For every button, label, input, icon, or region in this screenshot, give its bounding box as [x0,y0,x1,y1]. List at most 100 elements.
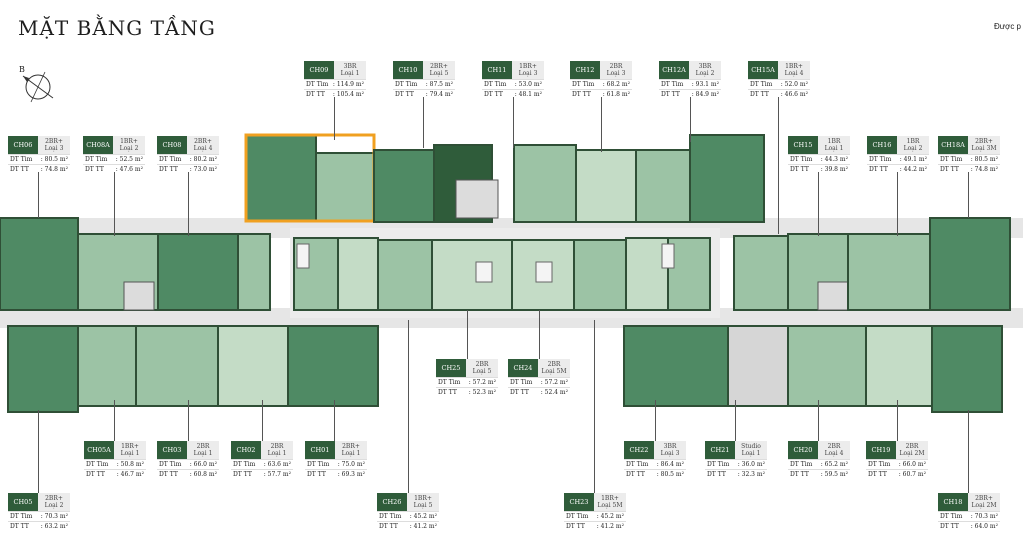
unit-code: CH25 [436,359,466,377]
leader-line [513,97,514,148]
unit-type: 1BR+ [120,138,138,145]
unit-type: 2BR+ [430,63,448,70]
dt-tim-value: : 86.4 m² [656,461,684,468]
row-label: DT TT [572,91,591,98]
row-dt-tim: DT Tim: 86.4 m² [624,459,686,469]
dt-tim-value: : 50.8 m² [116,461,144,468]
lift-core [296,243,310,269]
unit-code: CH18 [938,493,968,511]
dt-tt-value: : 46.7 m² [116,471,144,478]
unit-type: 3BR [663,443,677,450]
unit-type: 1BR+ [519,63,537,70]
row-dt-tim: DT Tim: 68.2 m² [570,79,632,89]
row-label: DT TT [379,523,398,530]
unit-category: Loại 3 [606,70,626,77]
lift-core [661,243,675,269]
unit-code: CH11 [482,61,512,79]
unit-type: 1BR+ [601,495,619,502]
unit-type-box: 1BR+Loại 5M [594,493,626,511]
row-label: DT TT [940,166,959,173]
row-label: DT TT [868,471,887,478]
unit-type: 2BR [196,443,210,450]
dt-tim-value: : 65.2 m² [820,461,848,468]
dt-tim-value: : 68.2 m² [602,81,630,88]
dt-tt-value: : 59.5 m² [820,471,848,478]
dt-tt-value: : 74.8 m² [970,166,998,173]
dt-tim-value: : 75.0 m² [337,461,365,468]
row-label: DT TT [159,471,178,478]
leader-line [334,97,335,140]
dt-tim-value: : 80.5 m² [40,156,68,163]
row-label: DT Tim [868,461,891,468]
row-dt-tt: DT TT: 41.2 m² [377,521,439,531]
unit-type-box: 1BR+Loại 2 [113,136,145,154]
unit-category: Loại 1 [741,450,761,457]
dt-tim-value: : 80.5 m² [970,156,998,163]
unit-code: CH03 [157,441,187,459]
unit-code: CH26 [377,493,407,511]
page-title: MẶT BẰNG TẦNG [18,16,216,40]
unit-type-box: 1BR+Loại 5 [407,493,439,511]
unit-code: CH19 [866,441,896,459]
leader-line [467,310,468,359]
unit-type-box: 2BR+Loại 2M [968,493,1000,511]
leader-line [408,320,409,493]
row-dt-tt: DT TT : 46.7 m² [84,469,146,479]
dt-tt-value: : 57.7 m² [263,471,291,478]
unit-block [575,149,637,223]
row-label: DT TT [626,471,645,478]
row-label: DT TT [869,166,888,173]
row-label: DT Tim [438,379,461,386]
unit-code: CH23 [564,493,594,511]
unit-block [237,233,271,311]
row-dt-tim: DT Tim: 45.2 m² [377,511,439,521]
unit-code: CH22 [624,441,654,459]
unit-code: CH24 [508,359,538,377]
row-dt-tt: DT TT: 47.6 m² [83,164,145,174]
leader-line [897,400,898,441]
row-dt-tim: DT Tim: 57.2 m² [436,377,498,387]
row-dt-tt: DT TT: 61.8 m² [570,89,632,99]
unit-code: CH08A [83,136,113,154]
unit-block [287,325,379,407]
row-dt-tt: DT TT: 52.4 m² [508,387,570,397]
row-label: DT TT [510,389,529,396]
unit-type: 2BR [905,443,919,450]
unit-type: 1BR [906,138,920,145]
dt-tt-value: : 69.3 m² [337,471,365,478]
leader-line [778,97,779,234]
row-dt-tim: DT Tim: 52.0 m² [748,79,810,89]
unit-category: Loại 5 [413,502,433,509]
unit-block [787,325,867,407]
dt-tt-value: : 105.4 m² [332,91,364,98]
row-label: DT TT [438,389,457,396]
dt-tim-value: : 36.0 m² [737,461,765,468]
dt-tt-value: : 79.4 m² [425,91,453,98]
unit-type-box: 2BR+Loại 1 [335,441,367,459]
unit-block [727,325,789,407]
unit-block [373,149,435,223]
row-label: DT TT [86,471,105,478]
row-dt-tt: DT TT: 39.8 m² [788,164,850,174]
dt-tt-value: : 74.8 m² [40,166,68,173]
dt-tim-value: : 57.2 m² [540,379,568,386]
unit-type: Studio [741,443,761,450]
unit-category: Loại 1 [193,450,213,457]
row-label: DT Tim [10,513,33,520]
unit-category: Loại 4 [784,70,804,77]
row-label: DT TT [159,166,178,173]
unit-category: Loại 5 [429,70,449,77]
unit-type: 2BR [827,443,841,450]
